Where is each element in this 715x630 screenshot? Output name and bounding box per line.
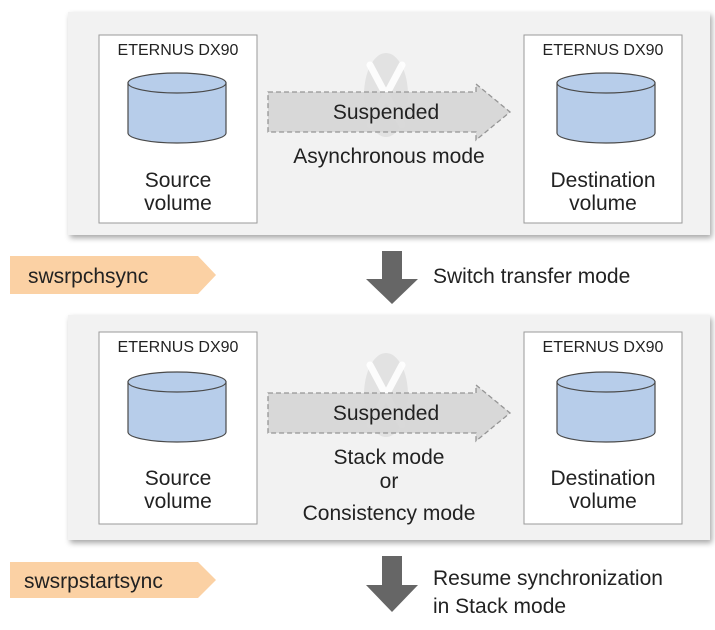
panel-2-transfer: Suspended Stack mode or Consistency mode	[267, 353, 512, 525]
mode-line-2: or	[380, 470, 399, 493]
panel-1: ETERNUS DX90 Source volume Suspended Asy…	[68, 12, 710, 235]
arrow-label: Suspended	[333, 402, 439, 425]
volume-label-line2: volume	[144, 192, 212, 215]
dashed-arrow	[267, 383, 512, 443]
step-description-line1: Resume synchronization	[433, 567, 663, 590]
volume-label-line1: Destination	[550, 169, 655, 192]
command-tag	[10, 562, 216, 598]
source-volume-icon	[127, 371, 227, 443]
source-volume-icon	[127, 72, 227, 144]
step-description-line2: in Stack mode	[433, 595, 566, 618]
volume-label-line1: Destination	[550, 467, 655, 490]
mode-line-1: Stack mode	[334, 446, 445, 469]
panel-1-transfer: Suspended Asynchronous mode	[267, 53, 512, 168]
down-arrow-icon	[366, 251, 418, 304]
step-1: swsrpchsync Switch transfer mode	[10, 251, 630, 304]
mode-line-3: Consistency mode	[303, 502, 476, 525]
storage-title: ETERNUS DX90	[543, 42, 664, 59]
volume-label-line2: volume	[144, 490, 212, 513]
storage-title: ETERNUS DX90	[118, 42, 239, 59]
step-description-line1: Switch transfer mode	[433, 265, 630, 288]
volume-label-line1: Source	[145, 467, 212, 490]
volume-label-line2: volume	[569, 192, 637, 215]
volume-label-line1: Source	[145, 169, 212, 192]
storage-title: ETERNUS DX90	[118, 339, 239, 356]
panel-1-source-storage: ETERNUS DX90 Source volume	[98, 34, 258, 224]
panel-2-source-storage: ETERNUS DX90 Source volume	[98, 331, 258, 525]
down-arrow-icon	[366, 556, 418, 612]
destination-volume-icon	[556, 371, 656, 443]
command-name: swsrpstartsync	[24, 570, 163, 593]
arrow-label: Suspended	[333, 101, 439, 124]
panel-2-destination-storage: ETERNUS DX90 Destination volume	[523, 331, 683, 525]
step-2: swsrpstartsync Resume synchronization in…	[10, 556, 663, 618]
panel-1-destination-storage: ETERNUS DX90 Destination volume	[523, 34, 683, 224]
storage-title: ETERNUS DX90	[543, 339, 664, 356]
command-name: swsrpchsync	[28, 265, 148, 288]
storage-box	[523, 331, 683, 525]
dashed-arrow	[267, 82, 512, 142]
panel-2: ETERNUS DX90 Source volume Suspended Sta…	[68, 315, 710, 540]
volume-label-line2: volume	[569, 490, 637, 513]
mode-line-1: Asynchronous mode	[293, 145, 484, 168]
destination-volume-icon	[556, 72, 656, 144]
command-tag	[10, 256, 216, 294]
